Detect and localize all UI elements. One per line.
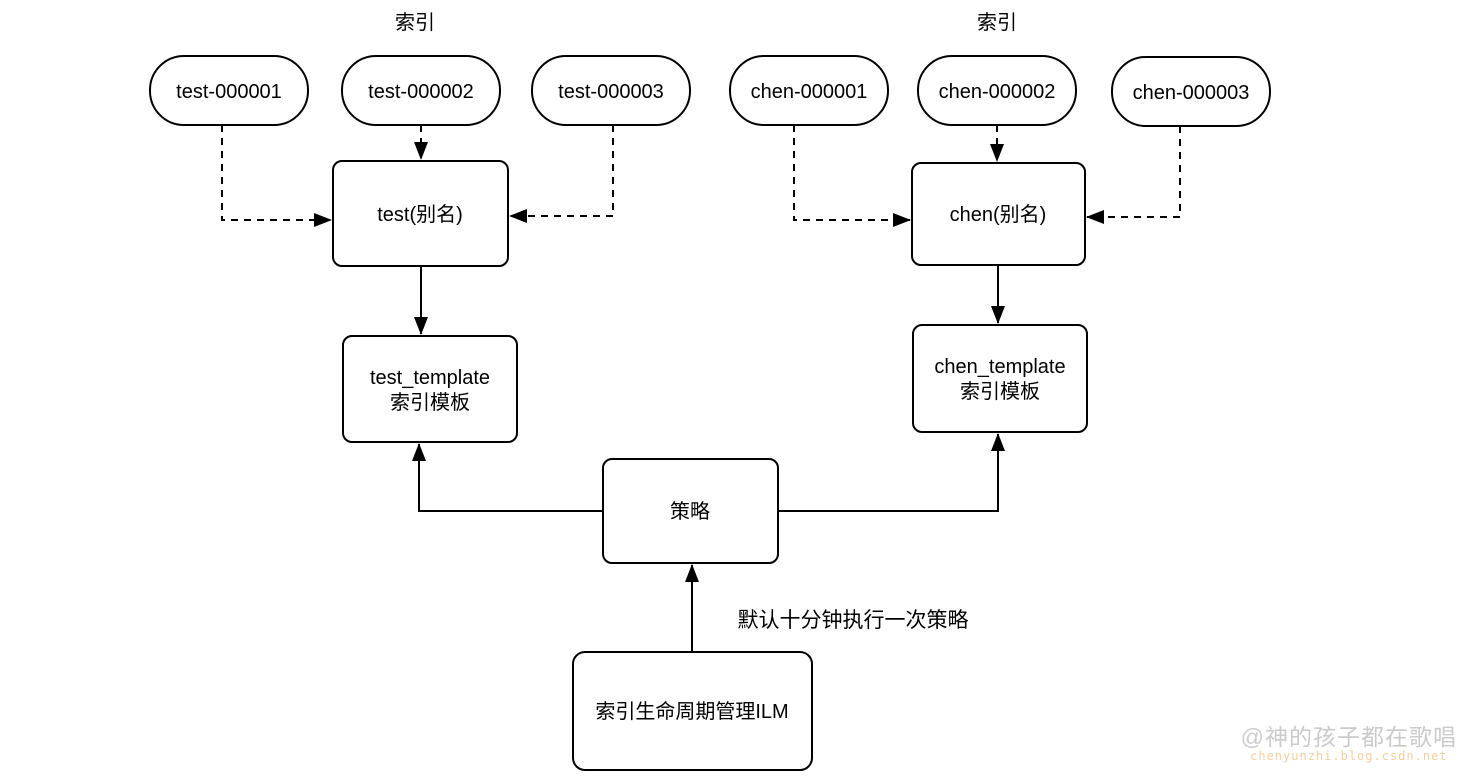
edge-test-000003-to-alias <box>509 125 614 223</box>
node-label: test(别名) <box>377 203 463 226</box>
node-ilm: 索引生命周期管理ILM <box>572 651 813 771</box>
node-shape <box>729 55 889 126</box>
node-label: 策略 <box>670 500 710 523</box>
watermark-author: @神的孩子都在歌唱 <box>1240 723 1457 750</box>
node-label: chen-000003 <box>1133 82 1250 104</box>
node-shape <box>342 335 518 443</box>
edge-test-000001-to-alias <box>221 125 332 227</box>
node-shape <box>912 324 1088 433</box>
node-chen-template: chen_template 索引模板 <box>912 324 1088 433</box>
node-test-alias: test(别名) <box>332 160 509 267</box>
node-shape <box>1111 56 1271 127</box>
watermark-site-url: chenyunzhi.blog.csdn.net <box>1250 749 1448 764</box>
right-index-group-title: 索引 <box>977 11 1017 34</box>
node-test-000001: test-000001 <box>149 55 309 126</box>
node-chen-000002: chen-000002 <box>917 55 1077 126</box>
node-policy: 策略 <box>602 458 779 564</box>
annotation-policy-interval: 默认十分钟执行一次策略 <box>738 609 969 632</box>
node-label: test-000001 <box>176 81 282 103</box>
node-label: chen-000002 <box>939 81 1056 103</box>
node-shape <box>531 55 691 126</box>
watermark: @神的孩子都在歌唱 chenyunzhi.blog.csdn.net <box>1241 724 1457 764</box>
node-chen-alias: chen(别名) <box>911 162 1086 266</box>
node-label: chen-000001 <box>751 81 868 103</box>
node-label-line1: chen_template <box>934 356 1065 378</box>
node-label-line2: 索引模板 <box>960 380 1040 403</box>
node-chen-000003: chen-000003 <box>1111 56 1271 127</box>
left-index-group-title: 索引 <box>395 11 435 34</box>
edge-chen-000003-to-alias <box>1086 126 1181 224</box>
node-label: test-000003 <box>558 81 664 103</box>
node-shape <box>149 55 309 126</box>
edge-policy-to-test-template <box>412 443 603 512</box>
node-label-line2: 索引模板 <box>390 391 470 414</box>
node-test-template: test_template 索引模板 <box>342 335 518 443</box>
node-label: chen(别名) <box>950 203 1047 226</box>
node-label-line1: test_template <box>370 367 490 389</box>
edge-policy-to-chen-template <box>778 433 1005 512</box>
node-label: test-000002 <box>368 81 474 103</box>
node-test-000002: test-000002 <box>341 55 501 126</box>
edge-chen-000001-to-alias <box>793 125 911 227</box>
node-label: 索引生命周期管理ILM <box>595 700 788 723</box>
node-chen-000001: chen-000001 <box>729 55 889 126</box>
node-test-000003: test-000003 <box>531 55 691 126</box>
